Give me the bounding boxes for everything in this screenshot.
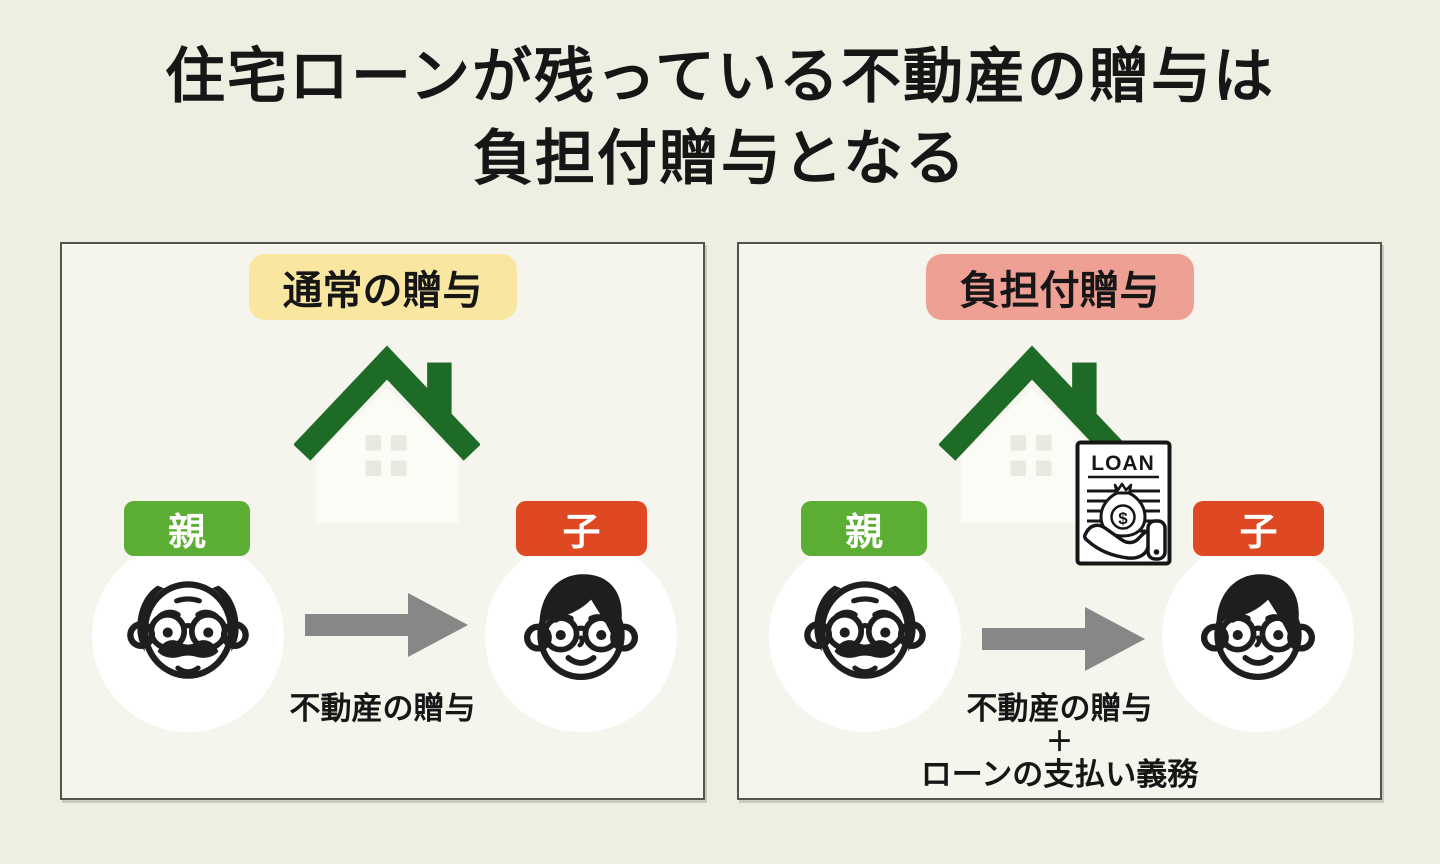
parent-face-icon [127,581,249,679]
child-tag: 子 [1193,501,1324,556]
child-avatar [485,540,677,732]
panel-normal-gift: 通常の贈与 親 [60,242,705,800]
gift-caption: 不動産の贈与 [289,691,476,726]
hand-icon [1082,519,1167,561]
title-line-2: 負担付贈与となる [472,125,968,192]
parent-avatar [92,540,284,732]
child-tag: 子 [516,501,647,556]
gift-type-badge: 通常の贈与 [248,254,517,320]
gift-caption-line: 不動産の贈与 [966,691,1153,726]
arrow-right-icon [982,607,1145,671]
plus-sign: ＋ [1046,727,1073,757]
parent-tag: 親 [124,501,250,556]
loan-document-icon: LOAN $ [1075,440,1172,566]
house-icon [294,345,480,524]
loan-label: LOAN [1091,452,1155,475]
parent-face-icon [804,581,926,679]
parent-tag: 親 [801,501,927,556]
page-title: 住宅ローンが残っている不動産の贈与は 負担付贈与となる [0,36,1440,200]
loan-obligation-caption-line: ローンの支払い義務 [920,757,1199,792]
panel-burdened-gift: 負担付贈与 LOAN $ [737,242,1382,800]
child-face-icon [1201,574,1315,681]
arrow-right-icon [305,593,468,657]
gift-obligation-caption: 不動産の贈与 ＋ ローンの支払い義務 [739,692,1380,792]
house-icon [939,345,1125,524]
gift-type-badge: 負担付贈与 [925,254,1194,320]
dollar-sign: $ [1118,509,1128,528]
title-line-1: 住宅ローンが残っている不動産の贈与は [165,43,1275,110]
money-bag-icon: $ [1099,482,1147,538]
child-face-icon [524,574,638,681]
parent-avatar [769,540,961,732]
child-avatar [1162,540,1354,732]
